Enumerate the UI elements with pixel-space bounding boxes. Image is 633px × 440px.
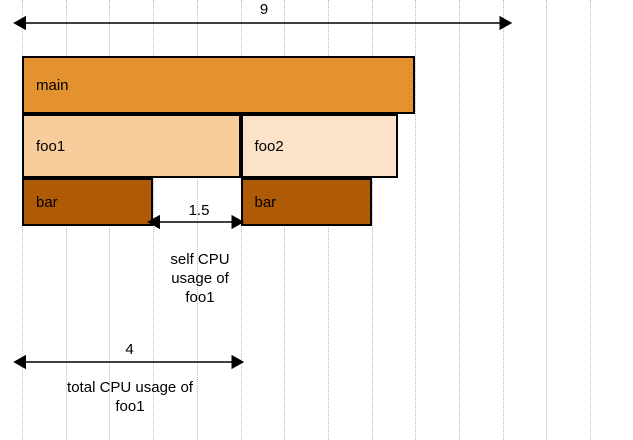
self-cpu-value: 1.5 xyxy=(188,202,210,219)
grid-line xyxy=(502,0,504,440)
frame-label: foo2 xyxy=(254,137,284,155)
total-cpu-caption: total CPU usage of foo1 xyxy=(67,379,193,415)
grid-line xyxy=(459,0,460,440)
grid-line xyxy=(590,0,592,440)
frame-label: foo1 xyxy=(36,137,66,155)
grid-line xyxy=(371,0,373,440)
frame-label: bar xyxy=(254,193,277,211)
total-cpu-value: 4 xyxy=(125,341,134,358)
self-cpu-caption: self CPU usage of foo1 xyxy=(170,251,230,306)
grid-line xyxy=(546,0,548,440)
frame-main[interactable]: main xyxy=(22,56,416,114)
frame-label: main xyxy=(36,76,69,94)
total-width-value: 9 xyxy=(259,1,269,18)
frame-foo1[interactable]: foo1 xyxy=(22,114,241,178)
frame-label: bar xyxy=(36,193,58,211)
frame-bar[interactable]: bar xyxy=(22,178,154,226)
frame-foo2[interactable]: foo2 xyxy=(240,114,398,178)
frame-bar[interactable]: bar xyxy=(240,178,372,226)
grid-line xyxy=(415,0,417,440)
